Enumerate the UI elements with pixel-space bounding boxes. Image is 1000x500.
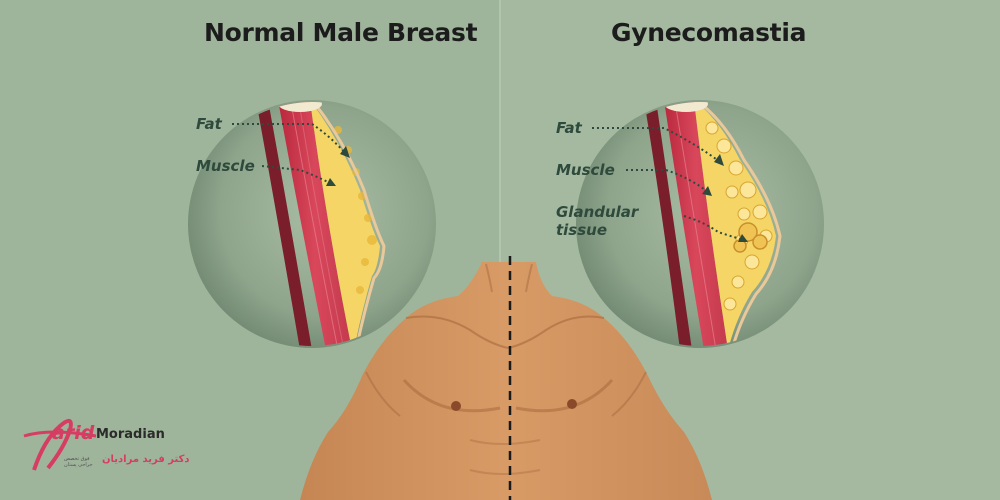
logo-name-first: arid: [52, 422, 95, 444]
logo-subtitle: فوق تخصص جراحی پستان: [64, 456, 93, 468]
fat-layer-right: [694, 102, 776, 346]
label-fat-left: Fat: [196, 115, 222, 133]
pink-ribbon-icon: [23, 418, 97, 471]
label-tissue-right: tissue: [556, 221, 608, 239]
normal-breast-cross-section: [188, 100, 436, 348]
chest-wall-left: [256, 102, 312, 346]
nipple-left: [451, 401, 461, 411]
label-fat-right: Fat: [556, 119, 582, 137]
male-torso: [300, 262, 712, 500]
label-glandular-right: Glandular: [556, 203, 639, 221]
label-muscle-left: Muscle: [196, 157, 255, 175]
pointer-lines: [232, 123, 745, 241]
title-gynecomastia: Gynecomastia: [611, 18, 807, 47]
nipple-right: [567, 399, 577, 409]
chest-wall-right: [644, 102, 692, 346]
gynecomastia-cross-section: [576, 100, 824, 348]
logo-name-last: Moradian: [96, 427, 165, 442]
logo-persian-name: دکتر فرید مرادیان: [102, 454, 190, 465]
label-muscle-right: Muscle: [556, 161, 615, 179]
muscle-layer-right: [664, 102, 728, 346]
pointer-arrowheads: [326, 146, 748, 242]
muscle-layer-left: [278, 102, 352, 346]
title-normal: Normal Male Breast: [204, 18, 478, 47]
panel-divider: [499, 0, 501, 500]
brand-logo: arid Moradian دکتر فرید مرادیان فوق تخصص…: [14, 410, 214, 490]
